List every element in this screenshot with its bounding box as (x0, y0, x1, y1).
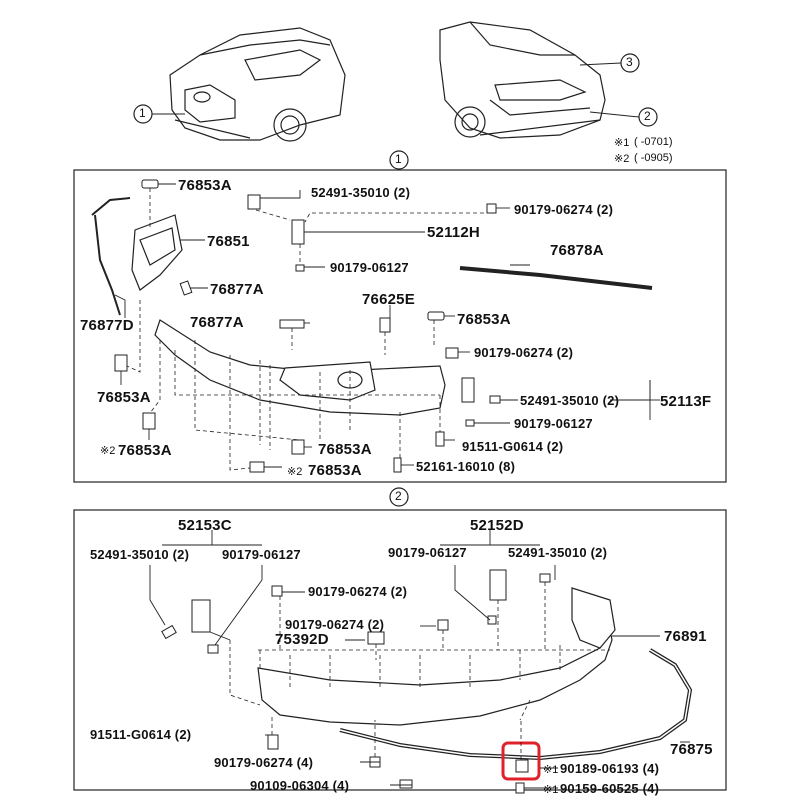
part-52112H[interactable]: 52112H (427, 224, 480, 241)
footnote-2-marker-a: ※2 (100, 445, 116, 457)
section-1-frame (73, 169, 727, 483)
part-76853A-bot2[interactable]: 76853A (308, 462, 362, 479)
footnote-2-text: ( -0905) (634, 152, 673, 164)
front-bumper-cover (154, 319, 446, 416)
footnote-1-marker-b: ※1 (543, 784, 559, 796)
front-car-illustration (169, 27, 346, 142)
part-90179-06127-right[interactable]: 90179-06127 (388, 545, 467, 560)
part-76853A-x2[interactable]: 76853A (118, 442, 172, 459)
part-76877A-1[interactable]: 76877A (210, 281, 264, 298)
part-76853A-mid[interactable]: 76853A (457, 311, 511, 328)
part-76878A[interactable]: 76878A (550, 242, 604, 259)
part-90109-06304[interactable]: 90109-06304 (4) (250, 778, 350, 793)
part-90189-06193[interactable]: 90189-06193 (4) (560, 761, 660, 776)
part-52491-35010-right[interactable]: 52491-35010 (2) (508, 545, 608, 560)
part-90179-06274-b[interactable]: 90179-06274 (2) (285, 617, 385, 632)
section-2-number: 2 (395, 489, 402, 503)
callout-2-number: 2 (644, 109, 651, 123)
part-76877D[interactable]: 76877D (80, 317, 134, 334)
part-91511-G0614-s2[interactable]: 91511-G0614 (2) (90, 727, 192, 742)
part-75392D[interactable]: 75392D (275, 631, 329, 648)
part-76853A-bot1[interactable]: 76853A (318, 441, 372, 458)
part-90179-06127-left[interactable]: 90179-06127 (222, 547, 301, 562)
part-52161-16010[interactable]: 52161-16010 (8) (416, 459, 516, 474)
part-90179-06127-mid[interactable]: 90179-06127 (514, 416, 593, 431)
part-90179-06274-top[interactable]: 90179-06274 (2) (514, 202, 614, 217)
callout-1-number: 1 (139, 106, 146, 120)
part-52152D[interactable]: 52152D (470, 517, 524, 534)
part-76625E[interactable]: 76625E (362, 291, 415, 308)
part-90159-60525[interactable]: 90159-60525 (4) (560, 781, 660, 796)
part-90179-06274-mid[interactable]: 90179-06274 (2) (474, 345, 574, 360)
section-2-circle (389, 487, 409, 507)
part-90179-06274-c[interactable]: 90179-06274 (4) (214, 755, 314, 770)
part-91511-G0614-s1[interactable]: 91511-G0614 (2) (462, 439, 564, 454)
bracket-76851 (131, 214, 183, 291)
part-52491-35010-left[interactable]: 52491-35010 (2) (90, 547, 190, 562)
part-90179-06274-a[interactable]: 90179-06274 (2) (308, 584, 408, 599)
part-76851[interactable]: 76851 (207, 233, 250, 250)
callout-3-number: 3 (626, 55, 633, 69)
section-1-circle (389, 150, 409, 170)
part-76877A-2[interactable]: 76877A (190, 314, 244, 331)
part-52153C[interactable]: 52153C (178, 517, 232, 534)
part-52113F[interactable]: 52113F (660, 393, 712, 410)
part-76875[interactable]: 76875 (670, 741, 713, 758)
footnote-1-text: ( -0701) (634, 136, 673, 148)
part-76853A-left[interactable]: 76853A (97, 389, 151, 406)
footnote-1-mark: ※1 (614, 137, 630, 149)
footnote-1-marker-a: ※1 (543, 764, 559, 776)
rear-bumper-cover (257, 587, 616, 726)
section-2-frame (73, 509, 727, 791)
part-52491-35010-top[interactable]: 52491-35010 (2) (311, 185, 411, 200)
footnote-2-mark: ※2 (614, 153, 630, 165)
part-76853A-top[interactable]: 76853A (178, 177, 232, 194)
section-1-number: 1 (395, 152, 402, 166)
part-52491-35010-mid[interactable]: 52491-35010 (2) (520, 393, 620, 408)
part-90179-06127-top[interactable]: 90179-06127 (330, 260, 409, 275)
part-76891[interactable]: 76891 (664, 628, 707, 645)
footnote-2-marker-b: ※2 (287, 466, 303, 478)
rear-car-illustration (439, 21, 606, 139)
